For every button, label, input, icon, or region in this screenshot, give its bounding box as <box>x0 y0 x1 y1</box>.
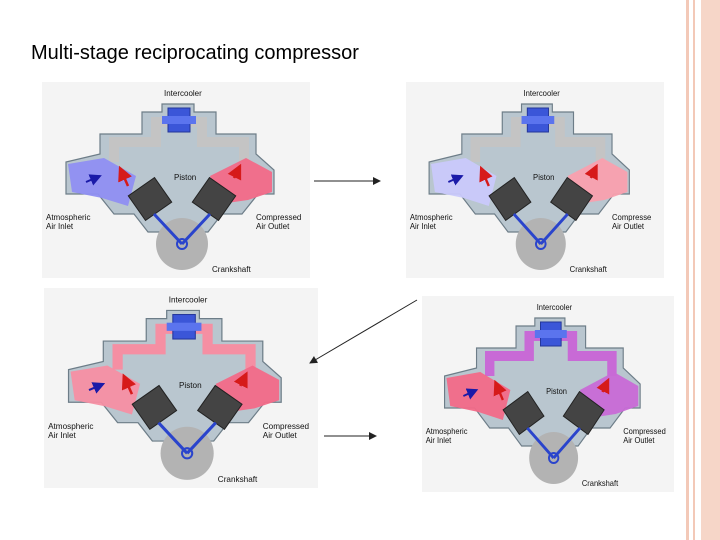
right-connecting-rod <box>180 212 212 246</box>
right-connecting-rod <box>186 421 217 455</box>
air-flow-arrow <box>596 377 610 395</box>
intercooler-fins <box>166 322 202 331</box>
compressed-air-outlet-label: Compresse <box>612 213 652 222</box>
intercooler-label: Intercooler <box>169 295 208 304</box>
air-flow-arrow <box>121 373 136 395</box>
air-flow-arrow <box>118 165 132 187</box>
left-piston <box>502 390 545 436</box>
air-flow-arrow <box>584 163 598 181</box>
intercooler-fins <box>521 116 555 124</box>
atmospheric-air-inlet-label: Air Inlet <box>426 436 452 445</box>
arrow-diagonal <box>309 299 418 364</box>
decorative-band <box>701 0 720 540</box>
piston-label: Piston <box>174 173 196 182</box>
left-connecting-rod <box>157 421 189 455</box>
intercooler-fins <box>534 330 567 338</box>
compressor-diagram-stage-2: Intercooler Piston Atmospheric Air Inlet… <box>406 82 664 278</box>
air-flow-arrow <box>463 388 479 400</box>
compressed-air-outlet-label: Air Outlet <box>612 222 645 231</box>
left-piston <box>488 176 532 222</box>
air-flow-arrow <box>227 163 242 181</box>
compressed-air-outlet-label: Air Outlet <box>623 436 655 445</box>
compressed-air-outlet-label: Air Outlet <box>256 222 290 231</box>
left-connecting-rod <box>526 426 555 460</box>
crankshaft-label: Crankshaft <box>218 475 258 484</box>
left-piston <box>131 384 178 431</box>
atmospheric-air-inlet-label: Atmospheric <box>46 213 90 222</box>
compressor-diagram-stage-3: Intercooler Piston Atmospheric Air Inlet… <box>44 288 318 488</box>
crankshaft-pin <box>176 238 188 250</box>
right-connecting-rod <box>552 426 582 460</box>
right-piston <box>550 176 594 222</box>
compressed-air-outlet-label: Compressed <box>623 427 666 436</box>
crankshaft-label: Crankshaft <box>570 265 608 274</box>
compressed-air-outlet-label: Compressed <box>256 213 301 222</box>
compressor-diagram-stage-4: Intercooler Piston Atmospheric Air Inlet… <box>422 296 674 492</box>
air-flow-arrow <box>479 165 493 187</box>
left-piston <box>127 176 173 222</box>
compressed-air-outlet-label: Compressed <box>263 422 310 431</box>
crankshaft-pin <box>181 447 194 460</box>
air-flow-arrow <box>88 382 106 394</box>
atmospheric-air-inlet-label: Air Inlet <box>48 431 76 440</box>
atmospheric-air-inlet-label: Atmospheric <box>48 422 93 431</box>
air-flow-arrow <box>85 174 102 186</box>
intercooler-label: Intercooler <box>164 89 202 98</box>
intercooler-label: Intercooler <box>537 303 573 312</box>
crankshaft-label: Crankshaft <box>212 265 251 274</box>
decorative-line <box>693 0 695 540</box>
left-connecting-rod <box>152 212 184 246</box>
decorative-line <box>686 0 689 540</box>
intercooler-fins <box>162 116 196 124</box>
crankshaft-label: Crankshaft <box>582 479 619 488</box>
atmospheric-air-inlet-label: Air Inlet <box>46 222 74 231</box>
atmospheric-air-inlet-label: Atmospheric <box>410 213 453 222</box>
left-connecting-rod <box>512 212 542 246</box>
crankshaft-pin <box>535 238 547 250</box>
air-flow-arrow <box>447 174 464 186</box>
air-flow-arrow <box>493 379 507 401</box>
right-piston <box>191 176 237 222</box>
right-connecting-rod <box>539 212 569 246</box>
compressed-air-outlet-label: Air Outlet <box>263 431 298 440</box>
air-flow-arrow <box>233 371 248 389</box>
piston-label: Piston <box>533 173 554 182</box>
atmospheric-air-inlet-label: Atmospheric <box>426 427 468 436</box>
right-piston <box>196 384 243 431</box>
right-piston <box>562 390 605 436</box>
slide-title: Multi-stage reciprocating compressor <box>31 42 359 64</box>
crankshaft-pin <box>548 452 560 464</box>
piston-label: Piston <box>179 381 202 390</box>
intercooler-label: Intercooler <box>523 89 560 98</box>
compressor-diagram-stage-1: Intercooler Piston Atmospheric Air Inlet… <box>42 82 310 278</box>
piston-label: Piston <box>546 387 567 396</box>
atmospheric-air-inlet-label: Air Inlet <box>410 222 437 231</box>
